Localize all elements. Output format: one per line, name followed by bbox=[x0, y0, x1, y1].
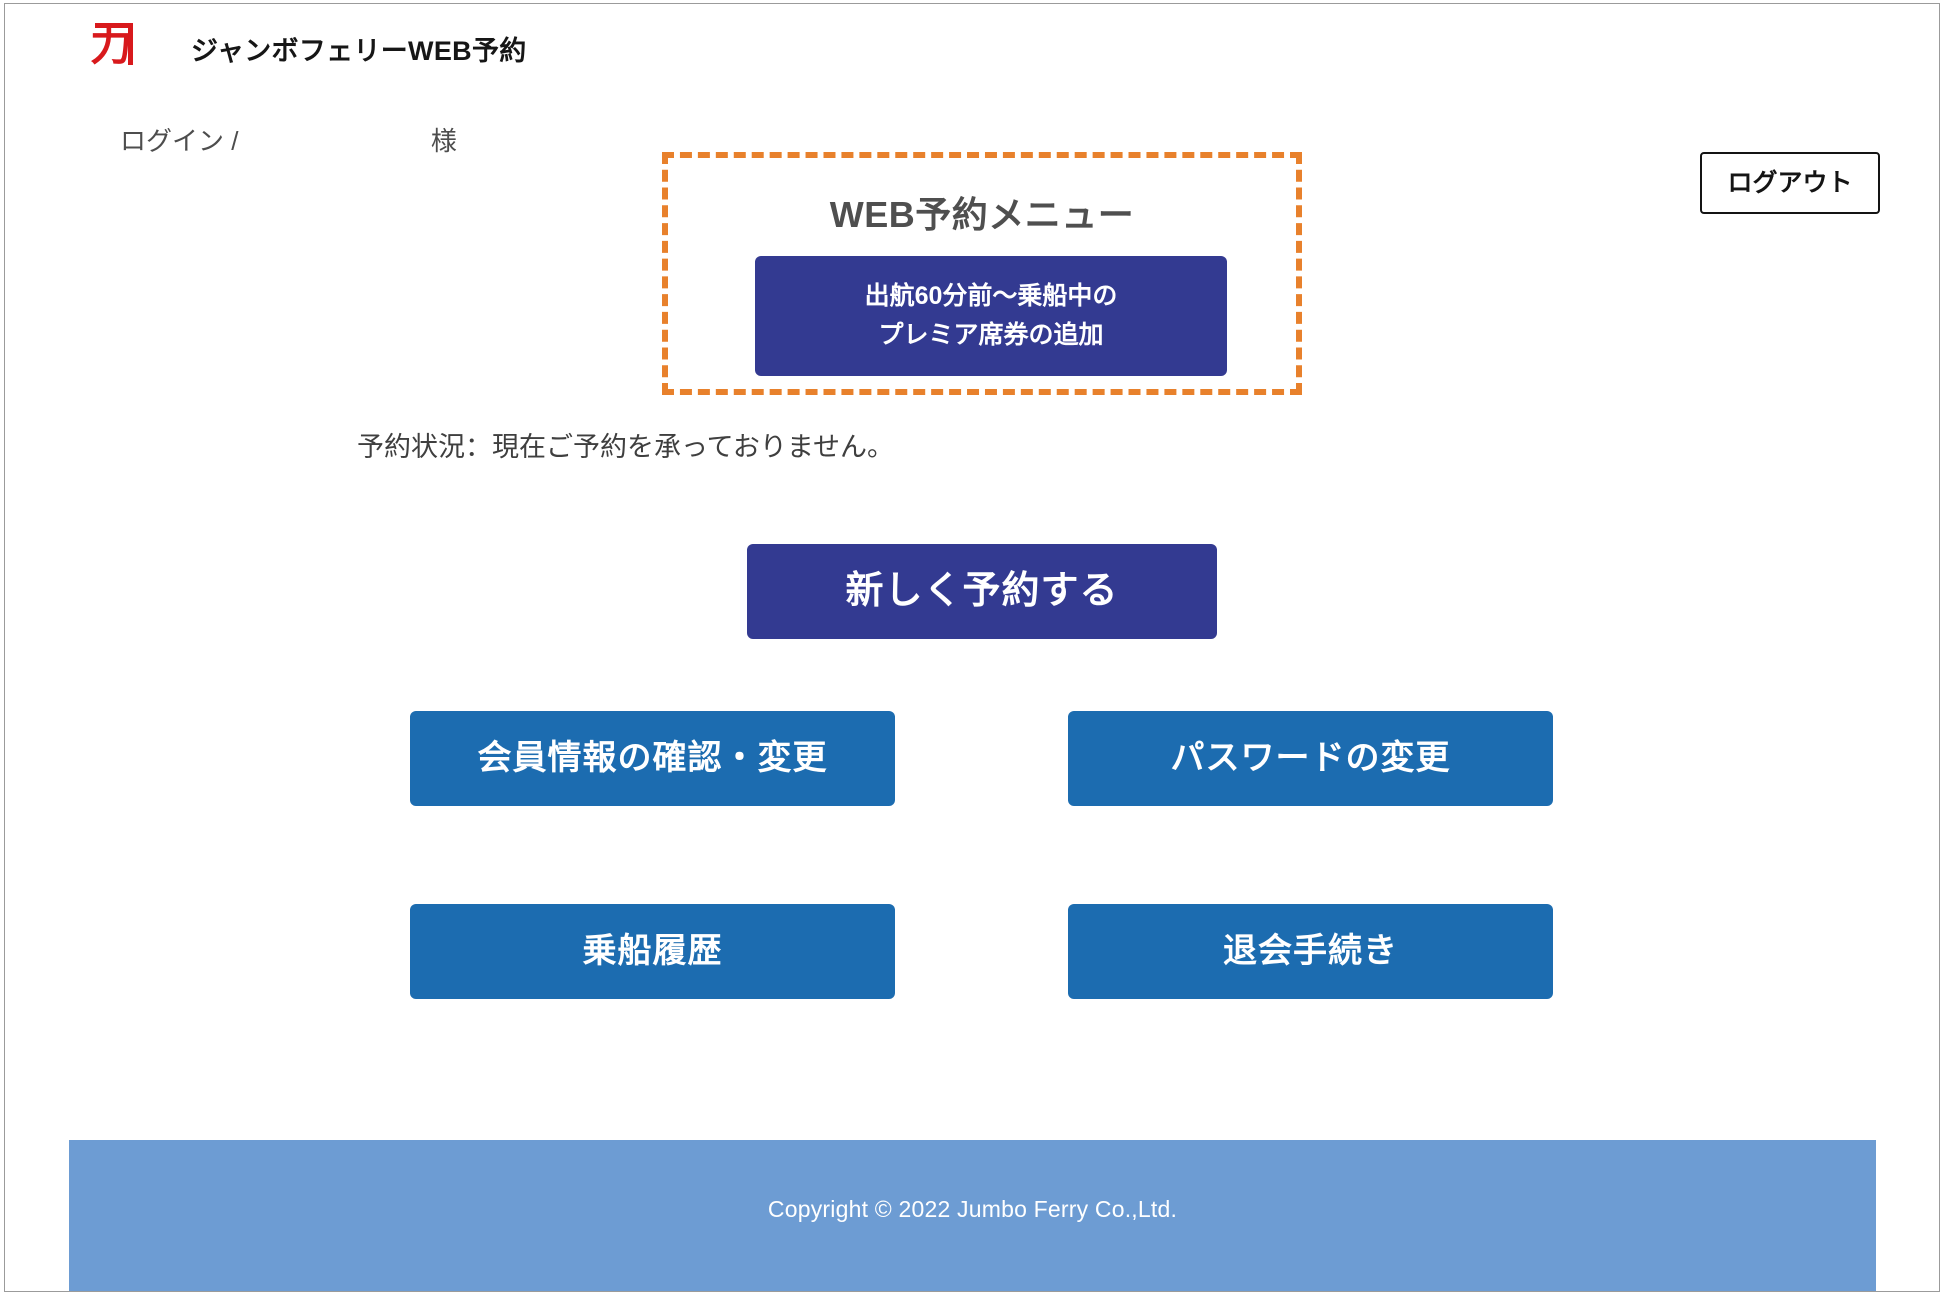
logo-box-shape bbox=[95, 23, 133, 65]
new-reservation-button[interactable]: 新しく予約する bbox=[747, 544, 1217, 639]
premium-seat-line-1: 出航60分前～乗船中の bbox=[864, 282, 1118, 311]
boarding-history-button[interactable]: 乗船履歴 bbox=[410, 904, 895, 999]
password-change-button[interactable]: パスワードの変更 bbox=[1068, 711, 1553, 806]
page-title: ジャンボフェリーWEB予約 bbox=[191, 36, 527, 66]
logo-glyph: 力 bbox=[89, 21, 132, 70]
add-premium-seat-ticket-button[interactable]: 出航60分前～乗船中の プレミア席券の追加 bbox=[755, 256, 1227, 376]
login-label: ログイン / bbox=[120, 126, 239, 156]
promo-title: WEB予約メニュー bbox=[829, 194, 1135, 235]
login-honorific: 様 bbox=[430, 126, 457, 156]
site-footer: Copyright © 2022 Jumbo Ferry Co.,Ltd. bbox=[69, 1140, 1876, 1291]
page-frame: 力 ジャンボフェリーWEB予約 ログイン / 様 ログアウト WEB予約メニュー… bbox=[4, 3, 1940, 1292]
withdrawal-button[interactable]: 退会手続き bbox=[1068, 904, 1553, 999]
web-reservation-menu-promo-box: WEB予約メニュー 出航60分前～乗船中の プレミア席券の追加 bbox=[662, 152, 1302, 395]
jumbo-ferry-ka-logo-icon: 力 bbox=[87, 21, 137, 69]
login-status-line: ログイン / 様 bbox=[120, 121, 457, 158]
logout-button[interactable]: ログアウト bbox=[1700, 152, 1880, 214]
footer-copyright: Copyright © 2022 Jumbo Ferry Co.,Ltd. bbox=[767, 1196, 1178, 1222]
site-header: 力 ジャンボフェリーWEB予約 bbox=[5, 4, 1939, 82]
member-info-button[interactable]: 会員情報の確認・変更 bbox=[410, 711, 895, 806]
reservation-status-text: 予約状況：現在ご予約を承っておりません。 bbox=[357, 432, 895, 462]
premium-seat-line-2: プレミア席券の追加 bbox=[878, 321, 1104, 349]
